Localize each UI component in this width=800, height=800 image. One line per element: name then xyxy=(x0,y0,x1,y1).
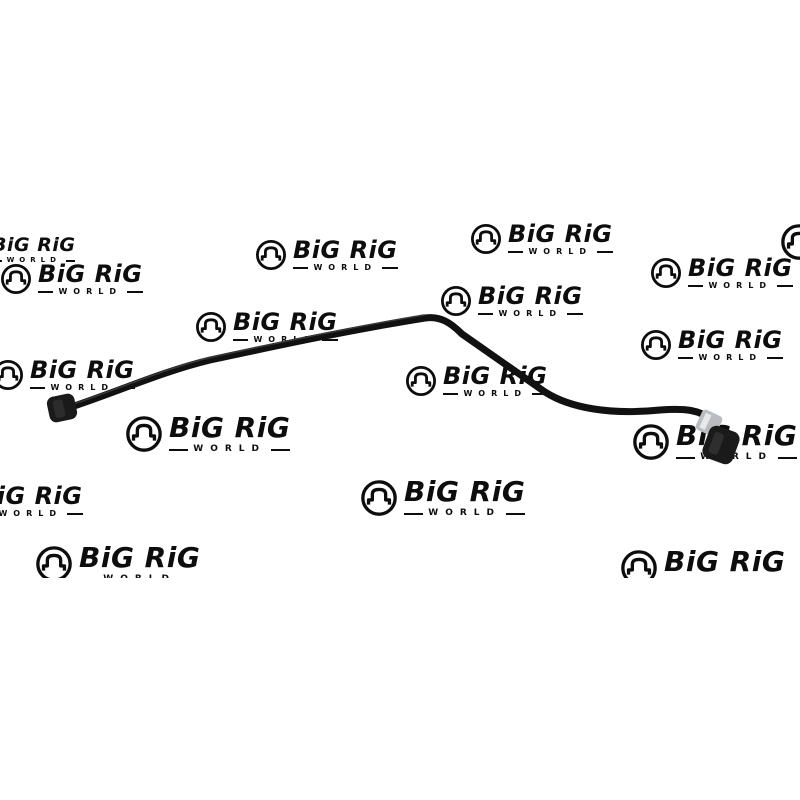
truck-arch-icon xyxy=(36,546,72,578)
truck-arch-icon xyxy=(633,424,669,460)
brand-name: BiG RiG xyxy=(678,326,783,354)
truck-arch-icon xyxy=(441,286,471,316)
truck-arch-icon xyxy=(406,366,436,396)
brand-tagline: WORLD xyxy=(676,453,797,462)
brand-name: BiG RiG xyxy=(443,362,548,390)
truck-arch-icon xyxy=(0,264,31,294)
brand-tagline: WORLD xyxy=(478,310,582,318)
truck-arch-icon xyxy=(126,416,162,452)
brand-name: BiG RiG xyxy=(38,260,143,288)
truck-arch-icon xyxy=(256,240,286,270)
truck-arch-icon xyxy=(471,224,501,254)
truck-arch-icon xyxy=(641,330,671,360)
brand-name: BiG RiG xyxy=(508,222,613,248)
brand-name: BiG RiG xyxy=(688,254,793,282)
brand-tagline: WORLD xyxy=(169,445,290,454)
brand-name: BiG RiG xyxy=(169,411,291,444)
brand-tagline: WORLD xyxy=(293,264,397,272)
brand-tagline: WORLD xyxy=(38,288,142,296)
brand-name: BiG RiG xyxy=(478,282,583,310)
brand-tagline: WORLD xyxy=(678,354,782,362)
brand-tagline: WORLD xyxy=(508,248,612,256)
brand-name: BiG RiG xyxy=(0,482,83,510)
brand-name: BiG RiG xyxy=(676,419,798,452)
truck-arch-icon xyxy=(651,258,681,288)
truck-arch-icon xyxy=(621,550,657,578)
truck-arch-icon xyxy=(0,360,23,390)
brand-tagline: WORLD xyxy=(688,282,792,290)
brand-tagline: WORLD xyxy=(443,390,547,398)
brand-name: BiG RiG xyxy=(0,234,76,256)
brand-tagline: WORLD xyxy=(404,509,525,518)
brand-name: BiG RiG xyxy=(404,475,526,508)
brand-tagline: WORLD xyxy=(0,257,75,264)
brand-name: BiG RiG xyxy=(233,308,338,336)
brand-name: BiG RiG xyxy=(79,541,201,574)
truck-arch-icon xyxy=(361,480,397,516)
truck-arch-icon xyxy=(781,224,800,260)
brand-name: BiG RiG xyxy=(664,545,786,578)
brand-name: BiG RiG xyxy=(293,236,398,264)
truck-arch-icon xyxy=(196,312,226,342)
brand-tagline: WORLD xyxy=(233,336,337,344)
brand-name: BiG RiG xyxy=(30,356,135,384)
brand-tagline: WORLD xyxy=(30,384,134,392)
brand-tagline: WORLD xyxy=(0,510,82,518)
brand-tagline: WORLD xyxy=(79,575,200,579)
